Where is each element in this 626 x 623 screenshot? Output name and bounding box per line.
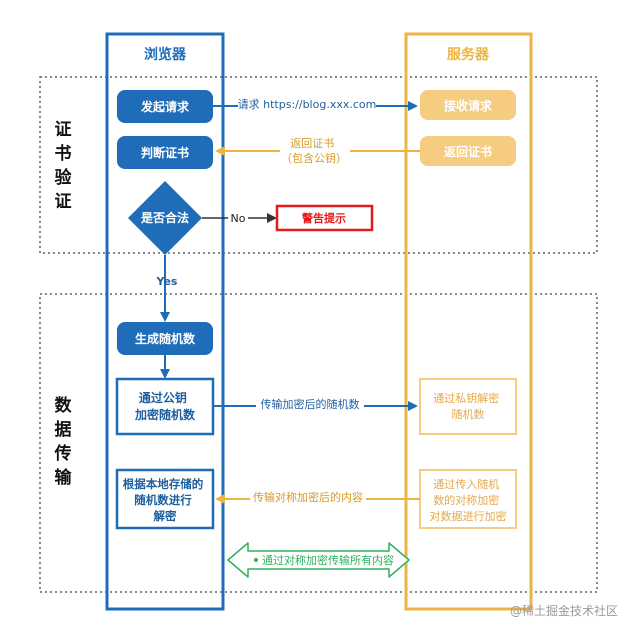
encrypt-content-box <box>419 469 517 529</box>
encrypt-content-label: 通过传入随机 数的对称加密 对数据进行加密 <box>430 477 507 523</box>
receive-request-label: 接收请求 <box>444 98 493 113</box>
data-transfer-section-frame <box>39 293 598 593</box>
encrypt-content-line-3: 对数据进行加密 <box>430 509 507 523</box>
return-cert-flow-line-1: 返回证书 <box>290 137 334 150</box>
site-watermark: @稀土掘金技术社区 <box>509 604 618 618</box>
send-request-box <box>117 90 213 123</box>
receive-request-box <box>420 90 516 120</box>
gen-random-label: 生成随机数 <box>135 331 196 346</box>
server-lane <box>404 32 533 611</box>
cert-verify-section-frame <box>39 76 598 254</box>
alert-label: 警告提示 <box>301 211 346 225</box>
request-label-bg <box>238 96 376 112</box>
decrypt-line-3: 解密 <box>154 509 177 523</box>
encrypt-content-line-1: 通过传入随机 <box>433 477 499 491</box>
symmetric-bullet <box>254 558 258 562</box>
no-label-bg <box>228 210 248 224</box>
send-random-label-bg <box>256 396 364 412</box>
encrypt-content-line-2: 数的对称加密 <box>433 493 499 507</box>
judge-cert-box <box>117 136 213 169</box>
decrypt-random-box <box>419 378 517 435</box>
send-request-label: 发起请求 <box>140 99 190 114</box>
return-cert-flow-label-bg <box>280 136 350 166</box>
send-content-label: 传输对称加密后的内容 <box>253 490 363 504</box>
yes-label: Yes <box>156 275 178 288</box>
decrypt-line-1: 根据本地存储的 <box>123 477 204 491</box>
decrypt-label: 根据本地存储的 随机数进行 解密 <box>123 477 208 523</box>
return-cert-flow-line-2: （包含公钥） <box>281 151 347 165</box>
decrypt-box <box>115 468 215 530</box>
encrypt-random-label: 通过公钥 加密随机数 <box>134 390 196 422</box>
decrypt-random-label: 通过私钥解密 随机数 <box>433 391 503 421</box>
browser-lane-title: 浏览器 <box>144 46 187 63</box>
request-label: 请求 https://blog.xxx.com <box>238 98 377 111</box>
decrypt-random-line-2: 随机数 <box>452 407 485 421</box>
send-content-label-bg <box>250 489 366 505</box>
return-cert-label: 返回证书 <box>444 144 492 159</box>
is-valid-decision <box>128 181 202 255</box>
encrypt-random-line-2: 加密随机数 <box>134 407 196 422</box>
data-transfer-section-label: 数据传输 <box>54 396 72 488</box>
judge-cert-label: 判断证书 <box>141 145 189 160</box>
return-cert-box <box>420 136 516 166</box>
decrypt-random-line-1: 通过私钥解密 <box>433 391 499 405</box>
server-lane-title: 服务器 <box>447 46 490 63</box>
symmetric-label: 通过对称加密传输所有内容 <box>262 553 394 567</box>
symmetric-double-arrow <box>227 542 410 578</box>
browser-lane <box>105 32 225 611</box>
is-valid-label: 是否合法 <box>140 210 189 225</box>
alert-box <box>275 204 374 232</box>
encrypt-random-line-1: 通过公钥 <box>139 390 187 405</box>
gen-random-box <box>117 322 213 355</box>
decrypt-line-2: 随机数进行 <box>134 493 192 507</box>
return-cert-flow-label: 返回证书 （包含公钥） <box>281 137 347 165</box>
cert-verify-section-label: 证书验证 <box>54 120 72 212</box>
encrypt-random-box <box>115 377 215 436</box>
no-label: No <box>231 212 246 225</box>
send-random-label: 传输加密后的随机数 <box>261 397 360 411</box>
